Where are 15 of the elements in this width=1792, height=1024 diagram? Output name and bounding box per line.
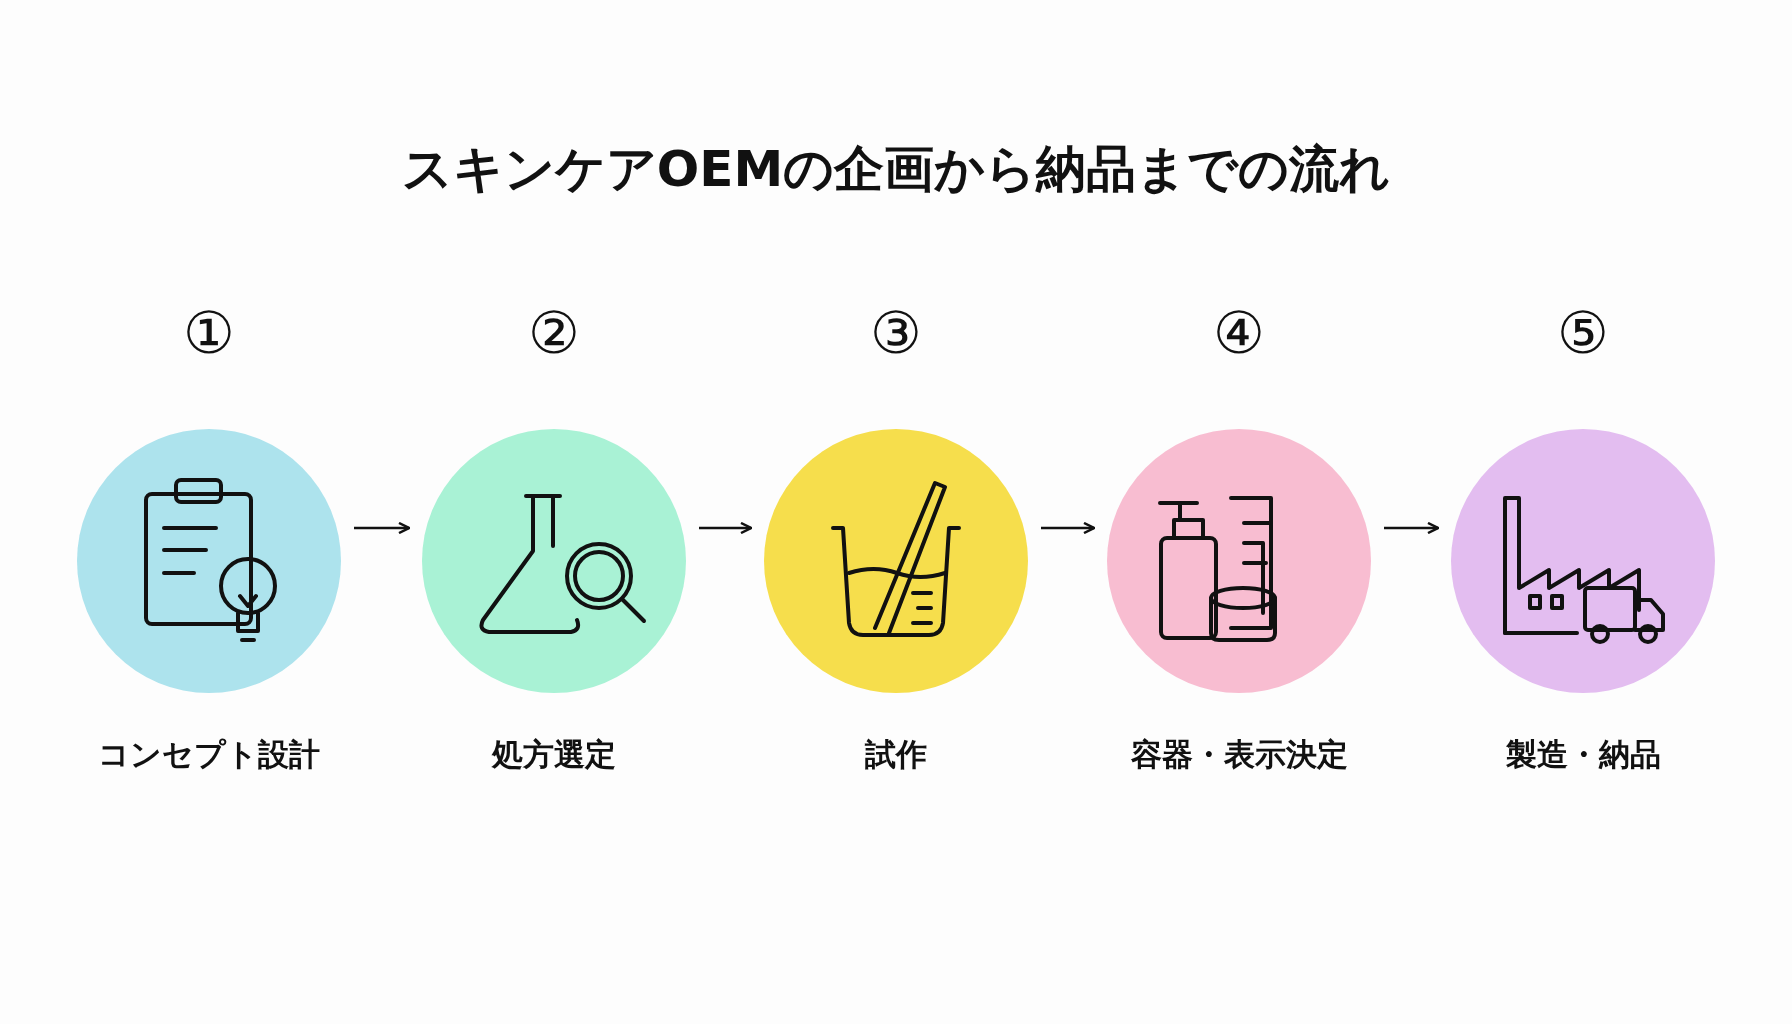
arrow xyxy=(1384,521,1440,535)
title: スキンケアOEMの企画から納品までの流れ xyxy=(400,139,1392,200)
arrow xyxy=(1041,521,1096,535)
arrow xyxy=(699,521,753,535)
step-label: 容器・表示決定 xyxy=(1130,735,1348,774)
step-label: コンセプト設計 xyxy=(98,735,320,774)
step-number: ⑤ xyxy=(1557,300,1609,366)
step-label: 試作 xyxy=(865,735,927,774)
step-number: ④ xyxy=(1213,300,1265,366)
step-label: 処方選定 xyxy=(492,735,616,774)
arrow xyxy=(354,521,411,535)
step-number: ① xyxy=(183,300,235,366)
step-number: ② xyxy=(528,300,580,366)
step-number: ③ xyxy=(870,300,922,366)
step-label: 製造・納品 xyxy=(1505,735,1661,774)
